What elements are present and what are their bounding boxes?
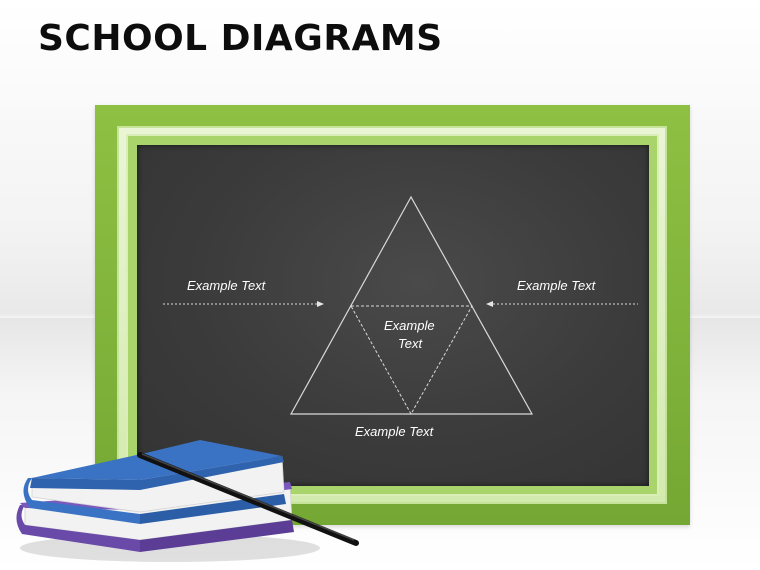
- pointer-stick-icon: [137, 452, 359, 546]
- label-right: Example Text: [517, 278, 596, 293]
- label-center-line2: Text: [398, 336, 423, 351]
- inner-dashed-triangle: [350, 305, 473, 416]
- left-arrow-head: [317, 301, 324, 307]
- page-title: SCHOOL DIAGRAMS: [38, 18, 443, 59]
- label-left: Example Text: [187, 278, 266, 293]
- label-center-line1: Example: [384, 318, 435, 333]
- label-bottom: Example Text: [355, 424, 434, 439]
- chalkboard: [137, 145, 649, 486]
- right-arrow-head: [486, 301, 493, 307]
